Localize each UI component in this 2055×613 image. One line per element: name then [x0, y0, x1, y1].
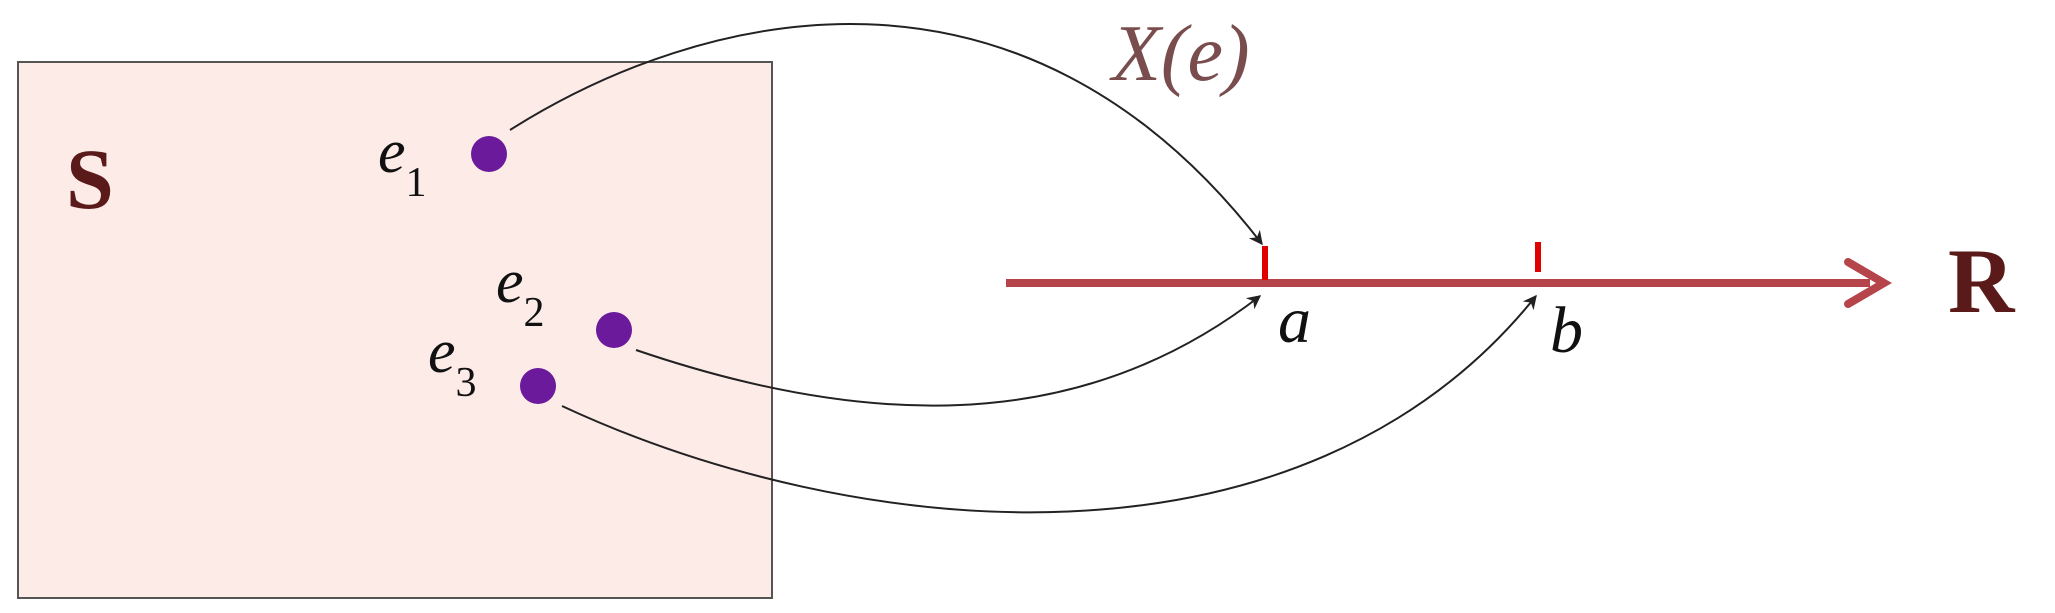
outcome-e2-name: e — [496, 248, 524, 316]
outcome-e1: e1 — [378, 118, 507, 206]
sample-space-box — [17, 61, 773, 599]
outcome-e2-subscript: 2 — [524, 290, 545, 336]
outcome-e1-label: e1 — [378, 118, 427, 206]
arrow-e2-to-a — [635, 295, 1262, 407]
arrow-e3-to-b — [561, 294, 1537, 514]
sample-space-label: S — [66, 131, 114, 227]
tick-a-label: a — [1278, 284, 1311, 357]
outcome-e2-point — [596, 312, 632, 348]
outcome-e3-point — [520, 368, 556, 404]
outcome-e1-point — [471, 136, 507, 172]
real-line-label: R — [1948, 230, 2016, 332]
real-line: R a b — [1006, 230, 2016, 367]
function-label: X(e) — [1109, 10, 1250, 98]
outcome-e3: e3 — [428, 318, 556, 406]
outcome-e1-subscript: 1 — [406, 160, 427, 206]
tick-b-label: b — [1550, 294, 1583, 367]
outcome-e2: e2 — [496, 248, 632, 348]
real-line-arrowhead — [1844, 258, 1892, 308]
outcome-e3-name: e — [428, 318, 456, 386]
arrow-e1-to-a — [509, 23, 1263, 246]
outcome-e1-name: e — [378, 118, 406, 186]
outcome-e3-subscript: 3 — [456, 360, 477, 406]
outcome-e3-label: e3 — [428, 318, 477, 406]
outcome-e2-label: e2 — [496, 248, 545, 336]
